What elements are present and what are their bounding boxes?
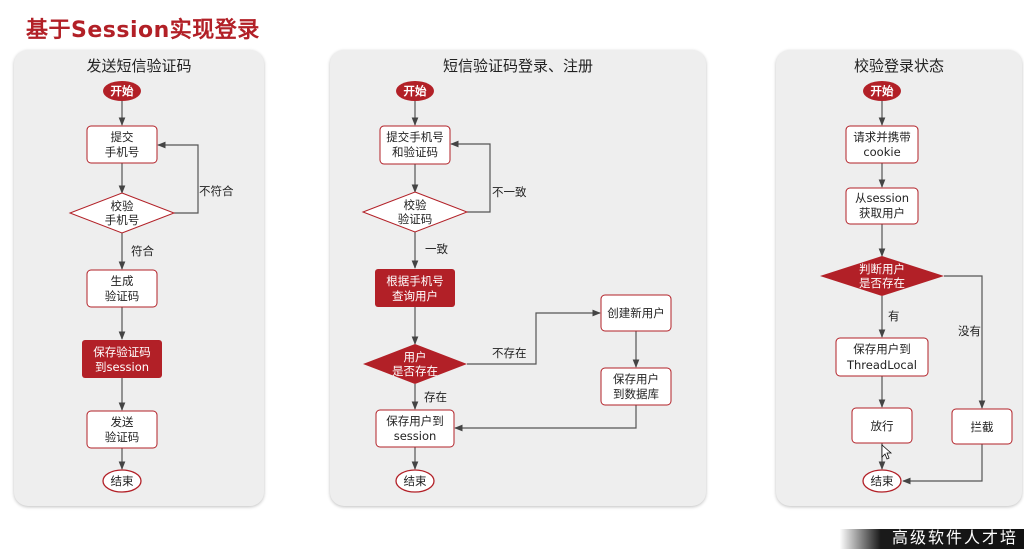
node-query-user: 根据手机号 查询用户: [375, 269, 455, 307]
panel-title: 短信验证码登录、注册: [442, 57, 593, 75]
svg-text:用户: 用户: [404, 350, 427, 364]
node-intercept: 拦截: [951, 408, 1013, 445]
node-send-code: 发送 验证码: [86, 410, 158, 449]
svg-text:生成: 生成: [111, 274, 134, 288]
node-start: 开始: [863, 81, 901, 101]
svg-text:开始: 开始: [404, 84, 427, 98]
node-save-code-session: 保存验证码 到session: [82, 340, 162, 378]
svg-text:结束: 结束: [111, 474, 134, 488]
svg-text:判断用户: 判断用户: [859, 262, 905, 276]
svg-text:查询用户: 查询用户: [392, 289, 438, 303]
edge-no-intercept: [944, 275, 986, 409]
connectors: [878, 101, 986, 485]
mouse-cursor-icon: [881, 444, 893, 460]
svg-text:保存验证码: 保存验证码: [93, 345, 151, 359]
svg-text:校验: 校验: [111, 199, 134, 213]
node-create-user: 创建新用户: [600, 294, 672, 332]
node-user-exists: 用户 是否存在: [363, 344, 467, 384]
svg-text:和验证码: 和验证码: [392, 145, 438, 159]
edge-intercept-end: [902, 444, 983, 485]
edge-savedb-session: [454, 405, 637, 432]
edge-mismatch-loop: [157, 141, 199, 214]
flow-check-login: 开始 请求并携带 cookie 从session 获取用户 判断用户 是否存在 …: [820, 81, 1013, 493]
node-submit-phone-code: 提交手机号 和验证码: [379, 125, 451, 165]
svg-text:结束: 结束: [871, 474, 894, 488]
svg-text:结束: 结束: [404, 474, 427, 488]
label-no: 没有: [958, 324, 981, 338]
label-yes: 有: [888, 309, 900, 323]
node-save-threadlocal: 保存用户到 ThreadLocal: [835, 337, 929, 377]
svg-text:校验: 校验: [404, 198, 427, 212]
label-exists: 存在: [424, 390, 447, 404]
label-mismatch: 不符合: [199, 184, 234, 198]
svg-text:到数据库: 到数据库: [613, 387, 659, 401]
svg-text:请求并携带: 请求并携带: [853, 130, 911, 144]
connectors: [411, 101, 640, 470]
svg-text:保存用户到: 保存用户到: [386, 414, 444, 428]
svg-text:手机号: 手机号: [105, 213, 140, 227]
svg-text:ThreadLocal: ThreadLocal: [846, 358, 917, 372]
node-save-user-db: 保存用户 到数据库: [600, 367, 672, 406]
svg-text:提交手机号: 提交手机号: [386, 130, 444, 144]
svg-text:开始: 开始: [111, 84, 134, 98]
svg-text:验证码: 验证码: [105, 289, 140, 303]
label-not-exist: 不存在: [492, 346, 527, 360]
svg-text:根据手机号: 根据手机号: [386, 274, 444, 288]
node-start: 开始: [396, 81, 434, 101]
node-end: 结束: [102, 469, 142, 493]
svg-text:保存用户: 保存用户: [613, 372, 659, 386]
svg-text:开始: 开始: [871, 84, 894, 98]
svg-text:是否存在: 是否存在: [859, 276, 905, 290]
node-submit-phone: 提交 手机号: [86, 125, 158, 164]
svg-text:保存用户到: 保存用户到: [853, 342, 911, 356]
node-verify-phone: 校验 手机号: [68, 192, 176, 234]
page-title: 基于Session实现登录: [26, 18, 260, 43]
node-generate-code: 生成 验证码: [86, 269, 158, 308]
svg-text:从session: 从session: [855, 191, 909, 205]
label-match: 符合: [131, 244, 154, 258]
svg-text:发送: 发送: [111, 415, 134, 429]
node-save-user-session: 保存用户到 session: [375, 409, 455, 448]
label-consistent: 一致: [425, 242, 448, 256]
label-inconsistent: 不一致: [492, 185, 527, 199]
panel-title: 校验登录状态: [853, 57, 944, 75]
footer-text: 高级软件人才培: [891, 528, 1018, 547]
edge-not-exist-create: [467, 309, 601, 365]
svg-text:验证码: 验证码: [105, 430, 140, 444]
connectors: [118, 101, 199, 470]
svg-text:放行: 放行: [871, 419, 894, 433]
svg-text:手机号: 手机号: [105, 145, 140, 159]
svg-text:cookie: cookie: [863, 145, 900, 159]
node-get-user-session: 从session 获取用户: [845, 187, 919, 225]
svg-text:到session: 到session: [95, 360, 149, 374]
node-allow: 放行: [851, 407, 913, 444]
node-verify-code: 校验 验证码: [361, 191, 469, 233]
node-end: 结束: [862, 469, 902, 493]
edge-inconsistent-loop: [450, 140, 491, 213]
svg-text:session: session: [394, 429, 437, 443]
panel-title: 发送短信验证码: [86, 57, 192, 75]
svg-text:提交: 提交: [111, 130, 134, 144]
node-judge-user: 判断用户 是否存在: [820, 256, 944, 296]
flow-sms-login: 开始 提交手机号 和验证码 校验 验证码 不一致 一致 根据手机号 查询用户 用…: [361, 81, 672, 493]
flow-send-sms: 开始 提交 手机号 校验 手机号 不符合 符合 生成 验证码 保存验证码 到se…: [68, 81, 234, 493]
svg-text:创建新用户: 创建新用户: [607, 306, 665, 320]
node-request-cookie: 请求并携带 cookie: [845, 125, 919, 164]
node-start: 开始: [103, 81, 141, 101]
svg-text:获取用户: 获取用户: [859, 206, 905, 220]
svg-text:拦截: 拦截: [971, 420, 994, 434]
footer-banner: 高级软件人才培: [0, 528, 1024, 549]
svg-text:验证码: 验证码: [398, 212, 433, 226]
svg-text:是否存在: 是否存在: [392, 364, 438, 378]
node-end: 结束: [395, 469, 435, 493]
